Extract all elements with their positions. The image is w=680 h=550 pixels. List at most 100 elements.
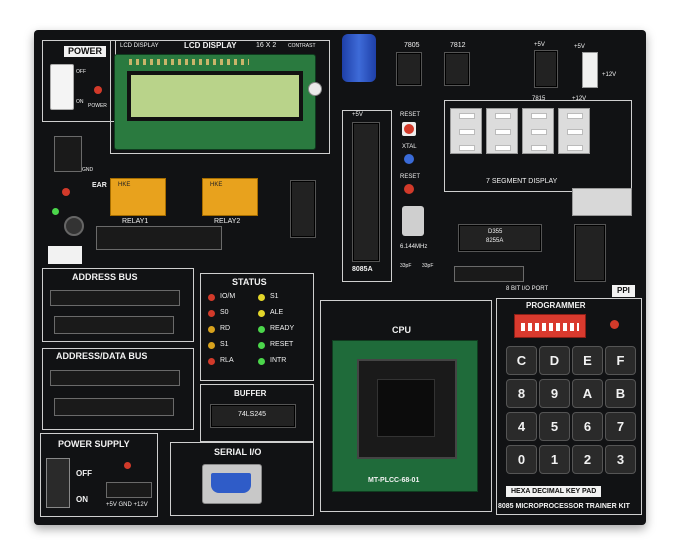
keypad-key[interactable]: E <box>572 346 603 375</box>
keypad-key[interactable]: 8 <box>506 379 537 408</box>
ic-74ls245 <box>210 404 296 428</box>
segment-digit-4 <box>558 108 590 154</box>
status-led <box>258 358 265 365</box>
keypad-key[interactable]: 7 <box>605 412 636 441</box>
power-supply-frame <box>40 433 158 517</box>
lcd-title: LCD DISPLAY <box>184 41 237 50</box>
cpu-socket-board <box>332 340 478 492</box>
status-led <box>208 326 215 333</box>
small-segment-display <box>572 188 632 216</box>
ps-pins-label: +5V GND +12V <box>106 502 148 508</box>
power-switch[interactable] <box>50 64 74 110</box>
keypad-key[interactable]: 5 <box>539 412 570 441</box>
reset-button-2[interactable] <box>404 184 414 194</box>
keypad-key[interactable]: 9 <box>539 379 570 408</box>
xtal-freq: 6.144MHz <box>400 244 428 250</box>
status-led <box>208 294 215 301</box>
status-led-label: INTR <box>270 357 287 364</box>
io-port-header[interactable] <box>454 266 524 282</box>
keypad-key[interactable]: 6 <box>572 412 603 441</box>
relay-1-text: HKE <box>118 182 131 188</box>
lcd-screen <box>127 71 303 121</box>
power-supply-label: POWER SUPPLY <box>58 439 130 449</box>
plus5v-a: +5V <box>534 42 545 48</box>
reg-7815: 7815 <box>532 96 546 102</box>
cap-b: 33pF <box>422 263 434 269</box>
keypad-key[interactable]: A <box>572 379 603 408</box>
keypad-key[interactable]: D <box>539 346 570 375</box>
keypad-key[interactable]: 2 <box>572 445 603 474</box>
status-led-label: RD <box>220 325 231 332</box>
serial-io-frame <box>170 442 314 516</box>
relay-2 <box>202 178 258 216</box>
dip-switch-levers <box>521 323 579 331</box>
ic-d355: D355 <box>488 229 503 235</box>
xtal-label: XTAL <box>402 144 417 150</box>
keypad-key[interactable]: 0 <box>506 445 537 474</box>
ps-led <box>124 462 131 469</box>
ic-8255a-label: 8255A <box>486 238 504 244</box>
address-data-bus-label: ADDRESS/DATA BUS <box>56 351 148 361</box>
cpu-socket-label: MT-PLCC-68-01 <box>368 477 420 484</box>
ps-off-label: OFF <box>76 469 92 478</box>
power-led <box>94 86 102 94</box>
segment-digit-2 <box>486 108 518 154</box>
serial-port-db9[interactable] <box>202 464 262 504</box>
status-led <box>208 358 215 365</box>
relay-driver-ic <box>290 180 316 238</box>
power-supply-switch[interactable] <box>46 458 70 508</box>
power-switch-off-label: OFF <box>76 69 86 75</box>
keypad-key[interactable]: 3 <box>605 445 636 474</box>
relay-2-text: HKE <box>210 182 223 188</box>
cpu-label: CPU <box>392 325 412 335</box>
ear-led-green <box>52 208 59 215</box>
lcd-size: 16 X 2 <box>256 42 277 49</box>
address-data-bus-header-top[interactable] <box>50 370 180 386</box>
buffer-frame <box>200 384 314 442</box>
white-label-patch <box>48 246 82 264</box>
power-connector[interactable] <box>582 52 598 88</box>
status-led <box>208 310 215 317</box>
reg-7805: 7805 <box>404 42 420 49</box>
dip-switch[interactable] <box>514 314 586 338</box>
status-led-label: S1 <box>220 341 229 348</box>
address-data-bus-frame <box>42 348 194 430</box>
buffer-label: BUFFER <box>234 389 267 398</box>
keypad-key[interactable]: 4 <box>506 412 537 441</box>
plus12v-a: +12V <box>602 72 617 78</box>
keypad-key[interactable]: F <box>605 346 636 375</box>
address-data-bus-header-bottom[interactable] <box>54 398 174 416</box>
status-led-label: RLA <box>220 357 234 364</box>
status-led-label: READY <box>270 325 295 332</box>
ear-jack[interactable] <box>64 216 84 236</box>
ear-label: EAR <box>92 182 107 189</box>
relay-2-label: RELAY2 <box>214 218 241 225</box>
status-led <box>258 342 265 349</box>
keypad-key[interactable]: 1 <box>539 445 570 474</box>
keypad-key[interactable]: B <box>605 379 636 408</box>
power-switch-on-label: ON <box>76 99 84 105</box>
segment-digit-1 <box>450 108 482 154</box>
regulator-7812 <box>444 52 470 86</box>
status-frame <box>200 273 314 381</box>
segment-frame <box>444 100 632 192</box>
address-bus-header-bottom[interactable] <box>54 316 174 334</box>
contrast-pot[interactable] <box>308 82 322 96</box>
address-bus-header-top[interactable] <box>50 290 180 306</box>
segment-display-label: 7 SEGMENT DISPLAY <box>486 178 558 185</box>
gnd-small: GND <box>82 167 94 173</box>
ic-8085a-label: 8085A <box>352 266 373 273</box>
programmer-label: PROGRAMMER <box>526 301 586 310</box>
status-led <box>258 294 265 301</box>
ear-header[interactable] <box>54 136 82 172</box>
regulator-7815 <box>534 50 558 88</box>
keypad-key[interactable]: C <box>506 346 537 375</box>
plus5v-b: +5V <box>574 44 585 50</box>
cap-a: 33pF <box>400 263 412 269</box>
ic-74ls245-label: 74LS245 <box>238 411 267 418</box>
status-label: STATUS <box>232 277 267 287</box>
status-led-label: S0 <box>220 309 229 316</box>
relay-header[interactable] <box>96 226 222 250</box>
ps-pin-header[interactable] <box>106 482 152 498</box>
